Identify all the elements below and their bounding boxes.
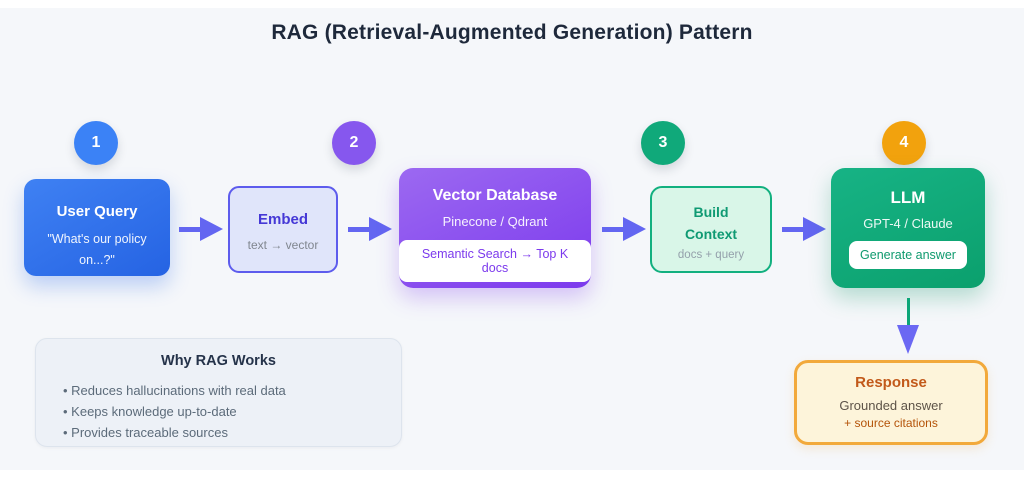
list-item: • Provides traceable sources bbox=[63, 425, 228, 440]
response-title: Response bbox=[855, 374, 927, 391]
step-badge-1: 1 bbox=[74, 121, 118, 165]
arrow-user-query-to-embed bbox=[179, 217, 223, 241]
list-item: • Reduces hallucinations with real data bbox=[63, 383, 286, 398]
arrow-stem bbox=[179, 226, 201, 232]
why-rag-works-list: • Reduces hallucinations with real data … bbox=[36, 380, 401, 443]
vector-database-subtitle: Pinecone / Qdrant bbox=[442, 214, 548, 229]
arrow-head-icon bbox=[369, 217, 392, 241]
why-rag-works-panel: Why RAG Works • Reduces hallucinations w… bbox=[35, 338, 402, 447]
arrow-head-icon bbox=[803, 217, 826, 241]
step-badge-3: 3 bbox=[641, 121, 685, 165]
step-badge-4: 4 bbox=[882, 121, 926, 165]
arrow-embed-to-vector-db bbox=[348, 217, 392, 241]
llm-subtitle: GPT-4 / Claude bbox=[863, 216, 953, 231]
arrow-head-icon bbox=[897, 325, 919, 354]
build-context-title: Build Context bbox=[684, 204, 738, 243]
arrow-stem bbox=[602, 226, 624, 232]
arrow-stem bbox=[907, 298, 910, 327]
vector-database-title: Vector Database bbox=[432, 187, 558, 204]
arrow-vector-db-to-build-context bbox=[602, 217, 646, 241]
arrow-head-icon bbox=[200, 217, 223, 241]
semantic-search-pill: Semantic Search → Top K docs bbox=[399, 240, 591, 282]
embed-node: Embed text → vector bbox=[228, 186, 338, 273]
user-query-subtitle: "What's our policy on...?" bbox=[47, 232, 147, 268]
page-title: RAG (Retrieval-Augmented Generation) Pat… bbox=[271, 21, 753, 44]
step-badge-2: 2 bbox=[332, 121, 376, 165]
user-query-node: User Query "What's our policy on...?" bbox=[24, 179, 170, 276]
arrow-head-icon bbox=[623, 217, 646, 241]
response-subtitle-2: + source citations bbox=[844, 416, 938, 430]
response-subtitle: Grounded answer bbox=[839, 398, 943, 413]
generate-answer-pill: Generate answer bbox=[849, 241, 967, 269]
llm-title: LLM bbox=[890, 188, 926, 207]
build-context-subtitle: docs + query bbox=[677, 248, 745, 261]
vector-database-node: Vector Database Pinecone / Qdrant Semant… bbox=[399, 168, 591, 288]
user-query-title: User Query bbox=[56, 203, 138, 220]
build-context-node: Build Context docs + query bbox=[650, 186, 772, 273]
why-rag-works-title: Why RAG Works bbox=[161, 353, 276, 369]
response-node: Response Grounded answer + source citati… bbox=[794, 360, 988, 445]
embed-title: Embed bbox=[257, 211, 308, 228]
embed-subtitle: text → vector bbox=[247, 238, 319, 252]
arrow-stem bbox=[782, 226, 804, 232]
arrow-llm-to-response bbox=[897, 298, 920, 354]
arrow-stem bbox=[348, 226, 370, 232]
arrow-build-context-to-llm bbox=[782, 217, 826, 241]
list-item: • Keeps knowledge up-to-date bbox=[63, 404, 237, 419]
llm-node: LLM GPT-4 / Claude Generate answer bbox=[831, 168, 985, 288]
